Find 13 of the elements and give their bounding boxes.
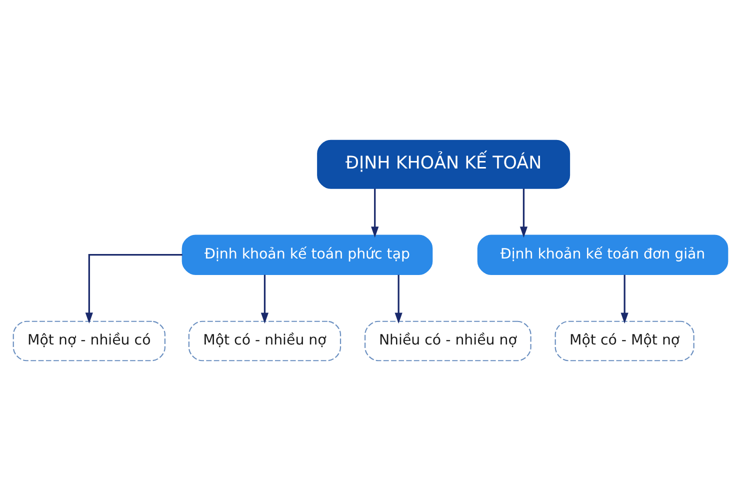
node-box: Nhiều có - nhiều nợ (364, 320, 531, 361)
arrow (84, 254, 182, 323)
arrow (394, 274, 402, 324)
node-box: Một có - nhiều nợ (188, 320, 341, 361)
node-box: Một có - Một nợ (554, 320, 694, 361)
arrow (620, 274, 628, 324)
arrow (519, 188, 528, 238)
node-box: Định khoản kế toán phức tạp (181, 234, 432, 275)
arrow (370, 188, 378, 238)
node-box: Định khoản kế toán đơn giản (476, 234, 728, 275)
node-box: Một nợ - nhiều có (12, 320, 165, 361)
node-box: ĐỊNH KHOẢN KẾ TOÁN (316, 139, 570, 188)
arrow (260, 274, 268, 324)
